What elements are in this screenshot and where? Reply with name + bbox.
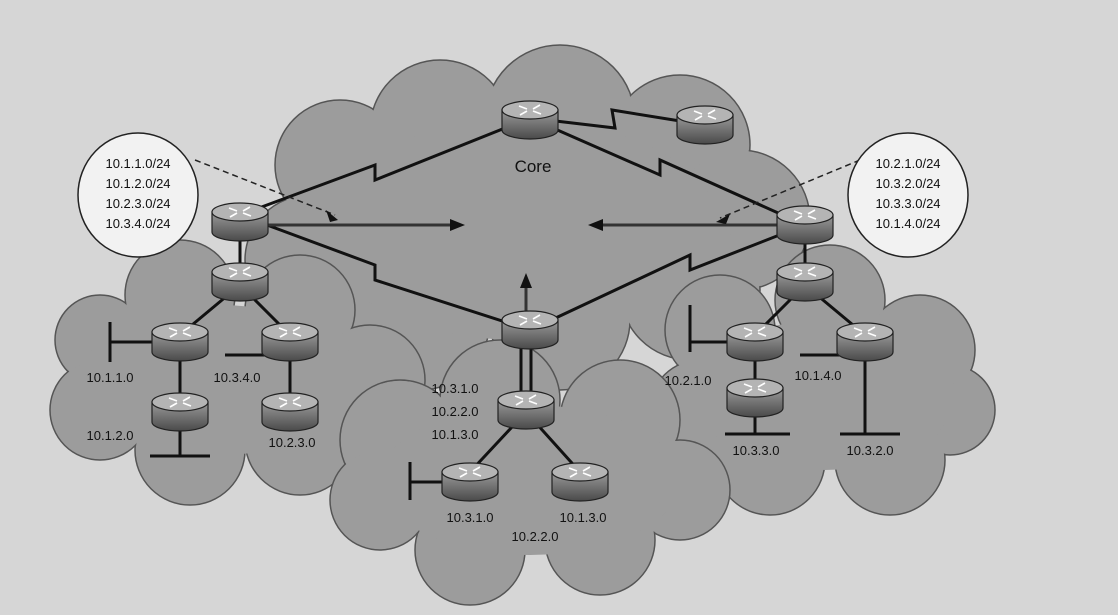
right-summary-line-3: 10.3.3.0/24 [875, 196, 940, 211]
left-summary-pointer [194, 159, 336, 216]
link-core-remote [529, 108, 706, 130]
left-net-d-label: 10.2.3.0 [269, 435, 316, 450]
right-summary-line-2: 10.3.2.0/24 [875, 176, 940, 191]
left-net-a-label: 10.1.1.0 [87, 370, 134, 385]
bottom-stack-line-3: 10.1.3.0 [432, 427, 479, 442]
link-left-core [239, 116, 531, 217]
router-left-dist [211, 262, 269, 302]
advertisement-arrows [194, 159, 861, 315]
router-bottom-dist [497, 390, 555, 430]
core-label: Core [515, 157, 552, 176]
right-summary-callout: 10.2.1.0/24 10.3.2.0/24 10.3.3.0/24 10.1… [847, 132, 969, 258]
bottom-net-a-label: 10.3.1.0 [447, 510, 494, 525]
router-left-a [151, 322, 209, 362]
router-core [501, 100, 559, 140]
router-right-b [836, 322, 894, 362]
link-core-right [529, 116, 806, 227]
bottom-net-c-label: 10.2.2.0 [512, 529, 559, 544]
router-bottom-a [441, 462, 499, 502]
router-left-c [151, 392, 209, 432]
router-left-d [261, 392, 319, 432]
left-summary-line-4: 10.3.4.0/24 [105, 216, 170, 231]
left-summary-callout: 10.1.1.0/24 10.1.2.0/24 10.2.3.0/24 10.3… [77, 132, 199, 258]
router-left-abr [211, 202, 269, 242]
left-net-b-label: 10.3.4.0 [214, 370, 261, 385]
left-net-c-label: 10.1.2.0 [87, 428, 134, 443]
right-net-a-label: 10.2.1.0 [665, 373, 712, 388]
bottom-net-b-label: 10.1.3.0 [560, 510, 607, 525]
router-right-c [726, 378, 784, 418]
right-summary-line-1: 10.2.1.0/24 [875, 156, 940, 171]
serial-links [239, 108, 806, 332]
left-summary-line-2: 10.1.2.0/24 [105, 176, 170, 191]
router-bottom-b [551, 462, 609, 502]
bottom-stack-line-2: 10.2.2.0 [432, 404, 479, 419]
router-right-dist [776, 262, 834, 302]
router-core-remote [676, 105, 734, 145]
link-left-bottom [239, 213, 531, 332]
right-summary-pointer [719, 159, 861, 219]
bottom-stack-line-1: 10.3.1.0 [432, 381, 479, 396]
router-right-abr [776, 205, 834, 245]
bottom-area-cloud [329, 339, 731, 606]
right-summary-line-4: 10.1.4.0/24 [875, 216, 940, 231]
left-summary-line-3: 10.2.3.0/24 [105, 196, 170, 211]
router-left-b [261, 322, 319, 362]
right-net-c-label: 10.3.3.0 [733, 443, 780, 458]
right-net-d-label: 10.3.2.0 [847, 443, 894, 458]
left-summary-line-1: 10.1.1.0/24 [105, 156, 170, 171]
link-right-bottom [529, 223, 806, 332]
right-net-b-label: 10.1.4.0 [795, 368, 842, 383]
router-right-a [726, 322, 784, 362]
router-bottom-abr [501, 310, 559, 350]
